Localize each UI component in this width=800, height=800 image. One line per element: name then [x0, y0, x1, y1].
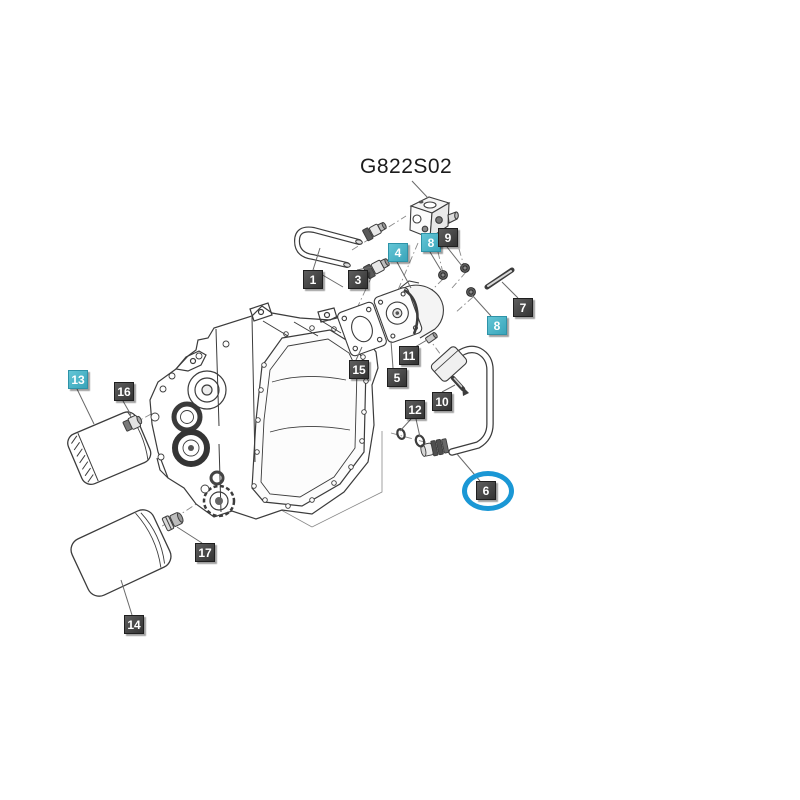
leader-line [441, 384, 456, 393]
callout-7: 7 [513, 298, 533, 317]
fitting-lower-drawing [363, 258, 390, 280]
fitting-upper-drawing [362, 222, 387, 242]
gasket-drawing [337, 301, 387, 357]
callout-4: 4 [388, 243, 408, 262]
leader-line [390, 340, 394, 369]
callout-14: 14 [124, 615, 144, 634]
leader-line [446, 246, 463, 267]
fitting-17-drawing [161, 512, 184, 532]
callout-5: 5 [387, 368, 407, 387]
callout-15: 15 [349, 360, 369, 379]
callout-16: 16 [114, 382, 134, 401]
pump-drawing [373, 280, 444, 343]
leader-line [122, 400, 132, 416]
plug-drawing [425, 332, 438, 344]
callout-3: 3 [348, 270, 368, 289]
leader-line [471, 294, 492, 317]
highlight-ellipse [462, 471, 514, 511]
leader-line [120, 579, 133, 616]
u-tube-drawing [293, 226, 363, 268]
hose-drawing [420, 345, 494, 457]
callout-6: 6 [476, 481, 496, 500]
leader-line [176, 526, 203, 544]
callout-17: 17 [195, 543, 215, 562]
callout-10: 10 [432, 392, 452, 411]
leader-line [399, 418, 412, 432]
o-rings-drawing [396, 428, 426, 448]
fitting-16-drawing [122, 415, 143, 432]
callout-9: 9 [438, 228, 458, 247]
leader-line [76, 388, 95, 425]
nuts-drawing [438, 263, 476, 297]
leader-line [411, 180, 429, 199]
callout-13: 13 [68, 370, 88, 389]
callout-1: 1 [303, 270, 323, 289]
stud-drawing [484, 267, 515, 290]
transmission-housing-drawing [149, 302, 379, 520]
callout-12: 12 [405, 400, 425, 419]
leader-line [429, 251, 443, 273]
leader-line [355, 346, 363, 361]
leader-line [396, 261, 412, 289]
callout-11: 11 [399, 346, 419, 365]
leader-line [415, 418, 421, 438]
leader-line [501, 281, 519, 299]
oil-filter-14-drawing [70, 509, 172, 597]
pin-drawing [450, 375, 469, 396]
leader-line [312, 247, 321, 271]
diagram-title: G822S02 [360, 155, 453, 178]
callout-8: 8 [487, 316, 507, 335]
leader-line [356, 266, 373, 271]
